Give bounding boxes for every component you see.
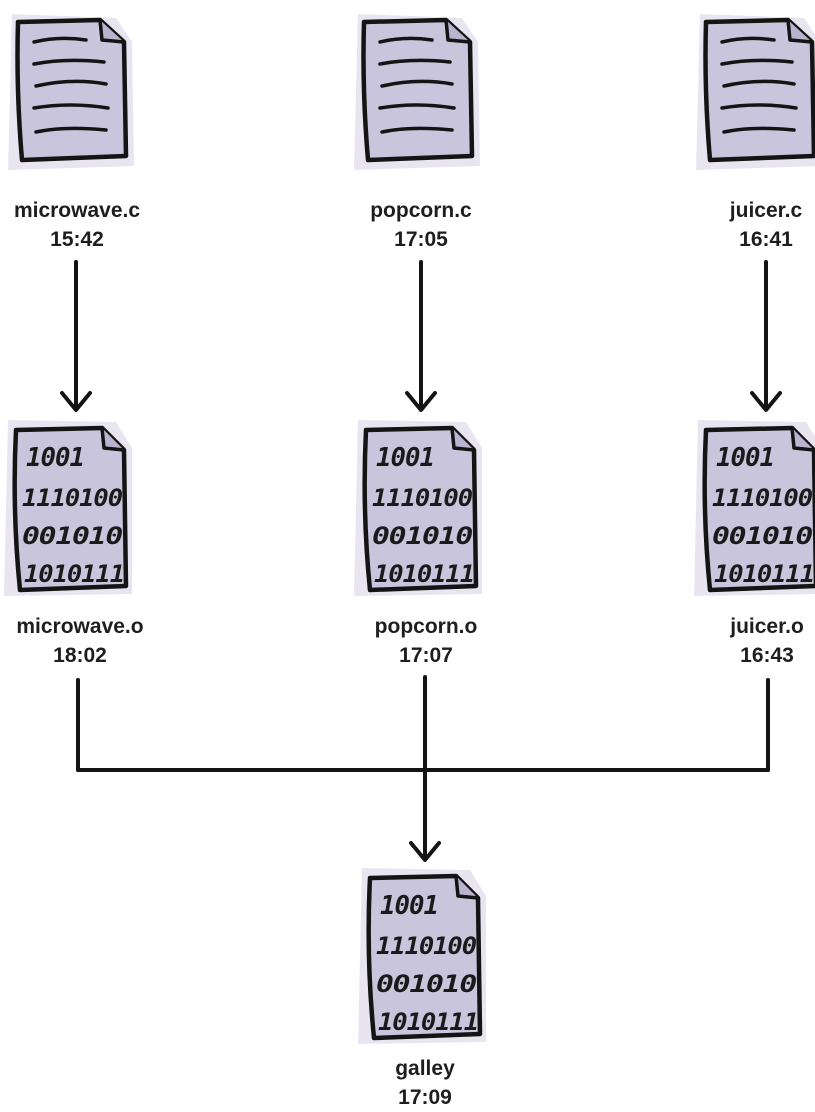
file-time: 17:07	[399, 644, 453, 667]
file-label-popcorn-o: popcorn.o 17:07	[326, 612, 526, 670]
microwave-c-icon	[8, 14, 134, 170]
galley-icon: 1001 1110100 001010 1010111	[358, 868, 486, 1044]
juicer-c-icon	[696, 14, 815, 170]
binary-line: 1110100	[712, 484, 813, 512]
file-time: 18:02	[53, 644, 107, 667]
arrow-popcorn	[405, 260, 437, 412]
popcorn-o-icon: 1001 1110100 001010 1010111	[354, 420, 482, 596]
binary-line: 1110100	[376, 932, 477, 960]
file-name: galley	[395, 1057, 455, 1080]
binary-line: 1001	[26, 443, 84, 473]
binary-line: 1010111	[378, 1008, 478, 1036]
file-time: 16:43	[740, 644, 794, 667]
file-name: popcorn.o	[374, 615, 478, 638]
file-time: 16:41	[739, 228, 793, 251]
arrow-galley	[409, 841, 441, 862]
juicer-o-icon: 1001 1110100 001010 1010111	[694, 420, 815, 596]
file-name: juicer.c	[729, 199, 803, 222]
file-time: 17:05	[394, 228, 448, 251]
binary-line: 001010	[22, 522, 123, 550]
file-time: 15:42	[50, 228, 104, 251]
binary-line: 1110100	[22, 484, 123, 512]
file-name: microwave.o	[16, 615, 144, 638]
file-label-juicer-o: juicer.o 16:43	[667, 612, 815, 670]
arrow-microwave	[60, 260, 92, 412]
binary-line: 1110100	[372, 484, 473, 512]
binary-line: 1010111	[24, 560, 124, 588]
binary-line: 001010	[372, 522, 473, 550]
file-name: microwave.c	[13, 199, 141, 222]
file-label-juicer-c: juicer.c 16:41	[666, 196, 815, 254]
binary-line: 1001	[376, 443, 434, 473]
file-label-microwave-o: microwave.o 18:02	[0, 612, 180, 670]
binary-line: 1001	[380, 891, 438, 921]
arrow-juicer	[750, 260, 782, 412]
microwave-o-icon: 1001 1110100 001010 1010111	[4, 420, 132, 596]
popcorn-c-icon	[354, 14, 480, 170]
binary-line: 1010111	[374, 560, 474, 588]
binary-line: 1001	[716, 443, 774, 473]
binary-line: 1010111	[714, 560, 814, 588]
file-time: 17:09	[398, 1086, 452, 1109]
file-name: popcorn.c	[370, 199, 472, 222]
binary-line: 001010	[712, 522, 813, 550]
file-label-popcorn-c: popcorn.c 17:05	[321, 196, 521, 254]
file-name: juicer.o	[730, 615, 804, 638]
binary-line: 001010	[376, 970, 477, 998]
file-label-microwave-c: microwave.c 15:42	[0, 196, 177, 254]
file-label-galley: galley 17:09	[325, 1054, 525, 1112]
